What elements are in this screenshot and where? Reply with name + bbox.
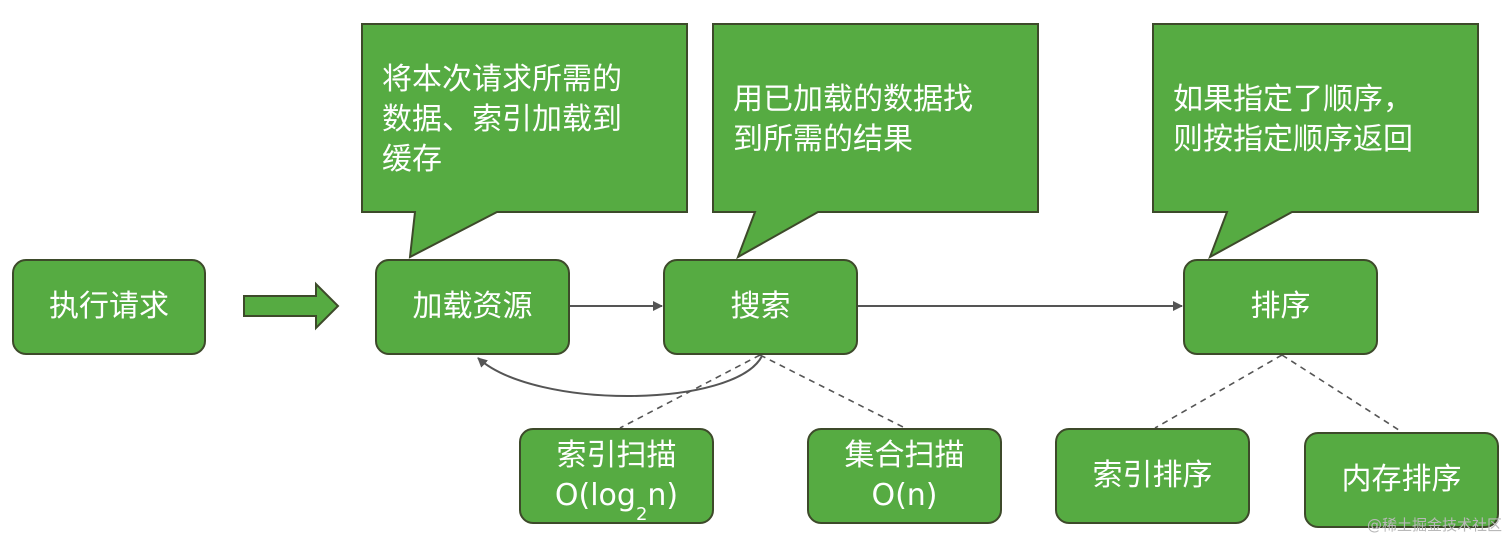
memory-sort-label: 内存排序 — [1341, 462, 1462, 497]
dashed-search-index-scan — [619, 354, 761, 429]
callout-bubble-search — [712, 23, 1039, 260]
node-execute-request: 执行请求 — [12, 259, 206, 355]
node-memory-sort: 内存排序 — [1304, 432, 1499, 528]
callout-search-text: 用已加载的数据找 到所需的结果 — [733, 82, 973, 157]
dashed-sort-index-sort — [1154, 354, 1283, 429]
node-sort: 排序 — [1183, 259, 1378, 355]
dashed-search-set-scan — [759, 354, 906, 429]
node-index-scan: 索引扫描 O(log2n) — [519, 428, 714, 524]
node-search-label: 搜索 — [730, 289, 791, 324]
node-load-resources-label: 加载资源 — [412, 289, 533, 324]
index-sort-label: 索引排序 — [1092, 458, 1213, 493]
node-index-sort: 索引排序 — [1055, 428, 1250, 524]
block-arrow — [243, 281, 340, 331]
callout-load-text: 将本次请求所需的 数据、索引加载到 缓存 — [382, 62, 622, 177]
node-sort-label: 排序 — [1250, 289, 1311, 324]
set-scan-complexity: O(n) — [871, 478, 938, 513]
callout-bubble-load — [361, 23, 688, 259]
watermark: @稀土掘金技术社区 — [1366, 516, 1502, 534]
node-load-resources: 加载资源 — [375, 259, 570, 355]
set-scan-label: 集合扫描 — [844, 438, 965, 473]
index-scan-complexity: O(log2n) — [554, 478, 679, 525]
index-scan-label: 索引扫描 — [556, 438, 677, 473]
dashed-sort-memory-sort — [1281, 354, 1403, 433]
node-execute-request-label: 执行请求 — [49, 289, 169, 324]
callout-sort-text: 如果指定了顺序， 则按指定顺序返回 — [1173, 82, 1413, 157]
node-set-scan: 集合扫描 O(n) — [807, 428, 1002, 524]
callout-bubble-sort — [1152, 23, 1479, 260]
arrow-search-back-to-load — [477, 355, 763, 397]
node-search: 搜索 — [663, 259, 858, 355]
